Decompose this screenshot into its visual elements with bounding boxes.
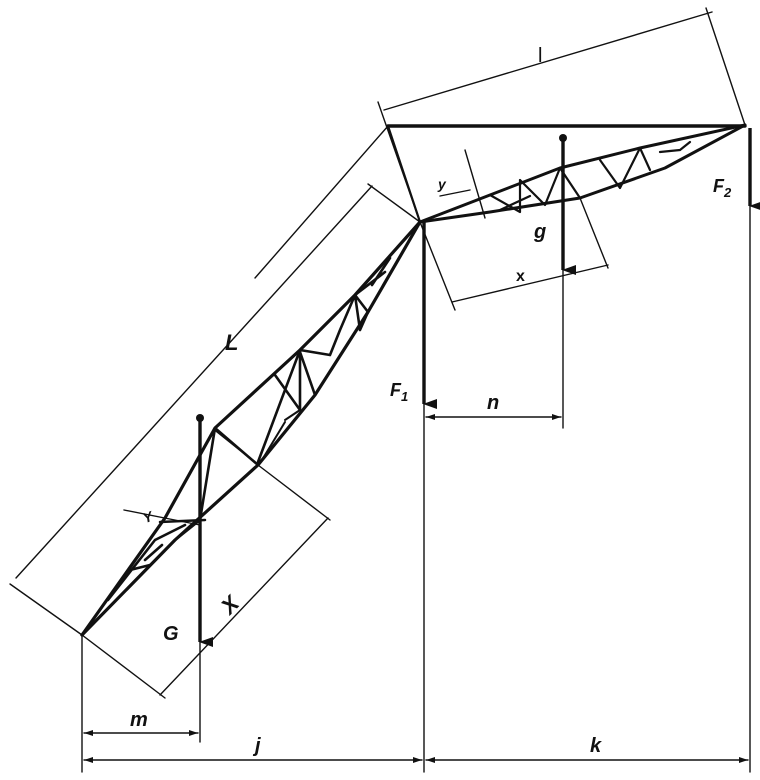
lower-boom-lattice (106, 256, 392, 602)
label-k: k (590, 735, 602, 757)
upper-jib-lattice (488, 140, 692, 214)
label-X: X (214, 590, 244, 620)
label-F1-sub: 1 (401, 389, 408, 404)
dim-x-ext-b (579, 197, 609, 269)
upper-jib-lower-chord (418, 123, 747, 224)
label-F2-main: F (713, 176, 725, 196)
dim-X-ext-a (81, 634, 166, 699)
label-L: L (225, 330, 238, 355)
dim-L-ext-lower (9, 583, 83, 636)
dim-x-ext-a (419, 221, 456, 311)
label-F2: F2 (713, 176, 732, 200)
dimension-arrowheads (84, 414, 748, 763)
cog-upper-dot (559, 134, 567, 142)
dimension-lines (9, 7, 751, 773)
dim-L-ext-upper2 (254, 125, 389, 279)
dim-y-leader (439, 189, 471, 197)
cog-lower-dot (196, 414, 204, 422)
dim-l-ext-right (705, 7, 746, 126)
label-x: x (516, 268, 525, 285)
label-F2-sub: 2 (723, 185, 732, 200)
dim-X-line (159, 517, 329, 696)
label-l: l (538, 45, 542, 67)
lower-boom-upper-chord (80, 220, 422, 637)
dim-L-line (15, 185, 373, 579)
label-F1: F1 (390, 380, 408, 404)
label-y: y (437, 176, 447, 192)
upper-jib-upper-chord (418, 123, 747, 224)
dim-Y-line (123, 509, 201, 526)
label-Y: Y (141, 507, 157, 526)
dim-l-line (383, 11, 713, 111)
dim-L-ext-upper (367, 183, 421, 223)
force-arrows (198, 128, 760, 647)
label-G: G (163, 623, 179, 645)
lower-boom-lower-chord (80, 220, 422, 637)
label-m: m (130, 709, 148, 731)
label-j: j (252, 735, 261, 757)
lower-boom-cross-members (214, 409, 301, 463)
dim-l-ext-left (377, 101, 421, 223)
label-n: n (487, 392, 499, 414)
dim-x-line (451, 264, 609, 303)
dim-y-line (464, 149, 486, 219)
dim-X-ext-b (257, 464, 331, 521)
lower-boom (80, 220, 422, 637)
label-g: g (533, 221, 546, 243)
label-F1-main: F (390, 380, 402, 400)
